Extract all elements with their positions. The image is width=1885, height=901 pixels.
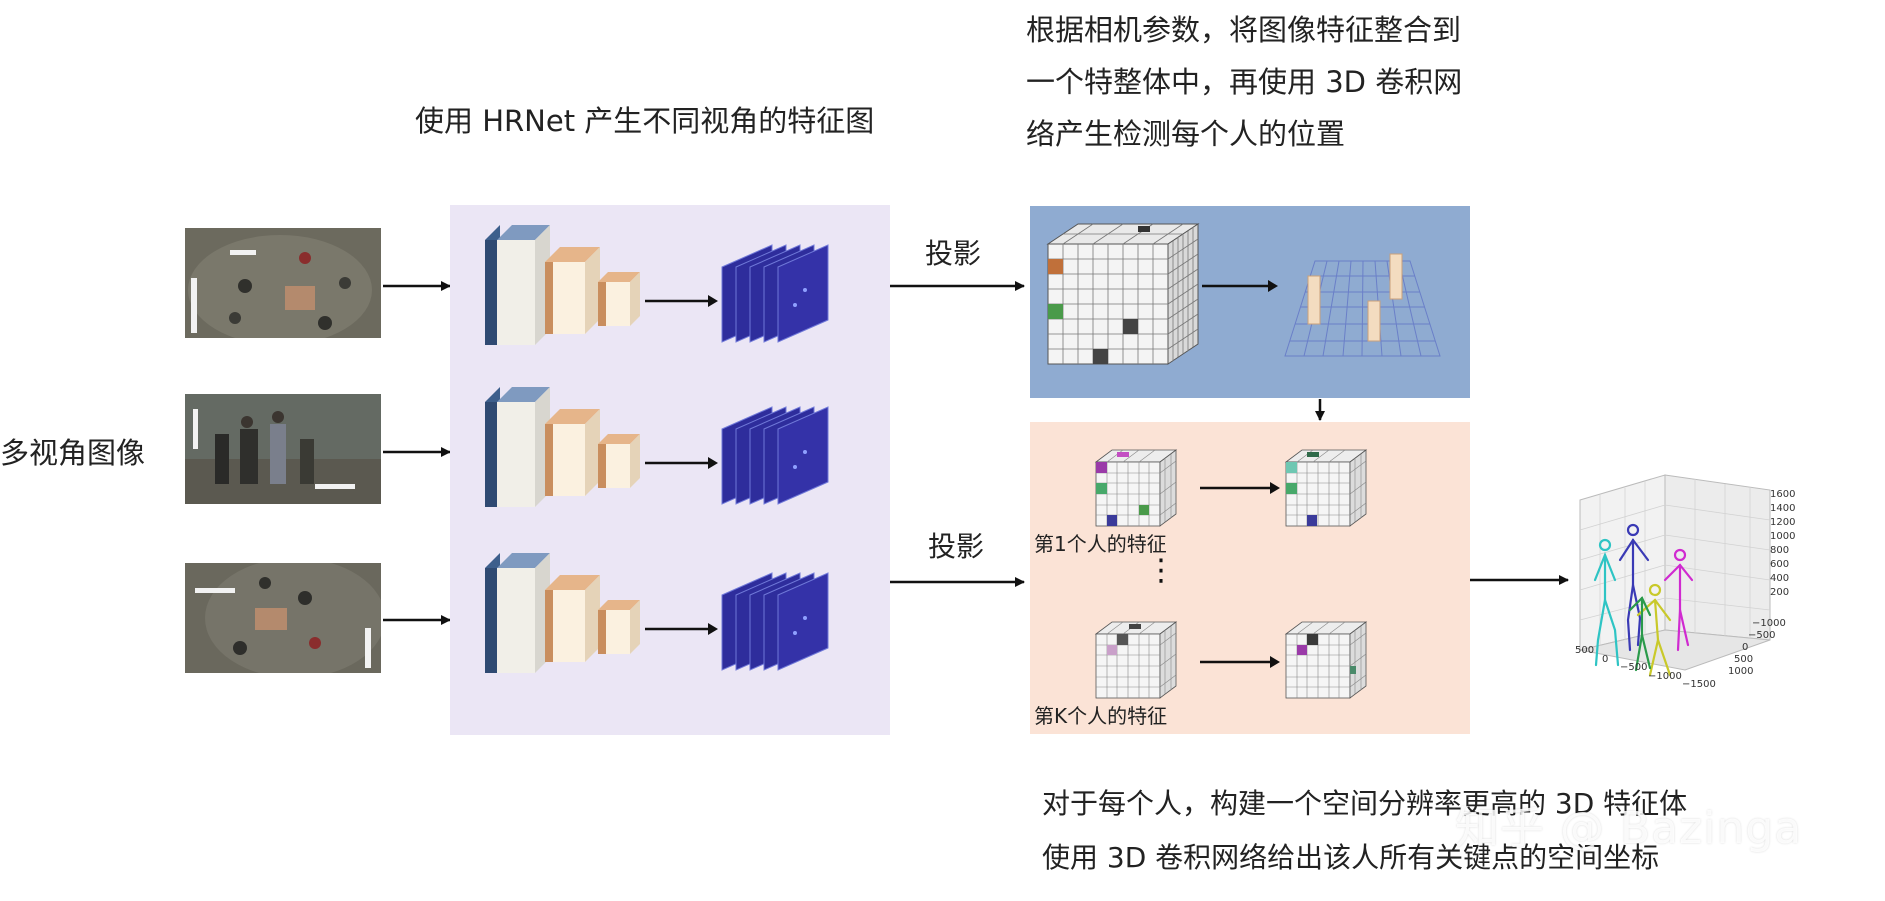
pose-caption-line-1: 对于每个人，构建一个空间分辨率更高的 3D 特征体 <box>1042 787 1688 820</box>
watermark: 知乎 @ Bazinga <box>1455 803 1803 854</box>
z-tick: 1400 <box>1770 503 1796 514</box>
photo-content-3 <box>185 563 381 673</box>
first-person-feature-label: 第1个人的特征 <box>1034 532 1167 556</box>
z-tick: 1200 <box>1770 517 1796 528</box>
y-tick: 1000 <box>1728 666 1754 677</box>
hrnet-branch-3 <box>483 551 830 675</box>
hrnet-feature-panel <box>450 205 890 735</box>
x-tick: 0 <box>1602 654 1609 665</box>
root-detection-panel <box>1030 206 1470 398</box>
input-view-image-3 <box>185 563 381 673</box>
hrnet-caption: 使用 HRNet 产生不同视角的特征图 <box>415 104 875 138</box>
y-tick: −1000 <box>1752 618 1786 629</box>
person-volume-diagram <box>1095 449 1367 699</box>
ellipsis: ⋮ <box>1146 553 1176 588</box>
input-view-image-2 <box>185 394 381 504</box>
hrnet-branch-1 <box>483 223 830 347</box>
y-tick: −500 <box>1748 630 1776 641</box>
x-tick: −500 <box>1620 662 1648 673</box>
person-k-output-volume <box>1285 621 1367 699</box>
z-tick: 1600 <box>1770 489 1796 500</box>
projection-label-bottom: 投影 <box>928 530 985 563</box>
3d-pose-axes <box>1579 474 1771 677</box>
pose-caption-line-2: 使用 3D 卷积网络给出该人所有关键点的空间坐标 <box>1042 841 1660 874</box>
z-axis-ticks: 1600 1400 1200 1000 800 600 400 200 <box>1770 488 1795 600</box>
hrnet-network-diagram <box>483 223 830 675</box>
person-1-input-volume <box>1095 449 1177 527</box>
pose-regression-panel: 第1个人的特征 ⋮ 第K个人的特征 <box>1030 422 1470 734</box>
detection-caption: 根据相机参数，将图像特征整合到 一个特整体中，再使用 3D 卷积网 络产生检测每… <box>1026 4 1462 160</box>
z-tick: 400 <box>1770 573 1790 584</box>
detection-caption-line-1: 根据相机参数，将图像特征整合到 <box>1026 13 1462 47</box>
detection-diagram <box>1046 223 1441 365</box>
x-tick: −1500 <box>1682 679 1716 690</box>
person-k-input-volume <box>1095 621 1177 699</box>
x-tick: 500 <box>1575 645 1595 656</box>
detection-caption-line-3: 络产生检测每个人的位置 <box>1026 117 1346 151</box>
projection-label-top: 投影 <box>925 237 982 270</box>
z-tick: 200 <box>1770 587 1790 598</box>
hrnet-branch-2 <box>483 385 830 509</box>
person-1-output-volume <box>1285 449 1367 527</box>
z-tick: 600 <box>1770 559 1790 570</box>
z-tick: 800 <box>1770 545 1790 556</box>
3d-pose-result-plot: 1600 1400 1200 1000 800 600 400 200 500 … <box>1570 470 1795 700</box>
input-view-image-1 <box>185 228 381 338</box>
x-tick: −1000 <box>1648 671 1682 682</box>
y-tick: 500 <box>1734 654 1754 665</box>
kth-person-feature-label: 第K个人的特征 <box>1034 704 1168 728</box>
photo-content-1 <box>185 228 381 338</box>
detection-caption-line-2: 一个特整体中，再使用 3D 卷积网 <box>1026 65 1463 99</box>
multiview-images-label: 多视角图像 <box>0 436 146 470</box>
photo-content-2 <box>185 394 381 504</box>
y-tick: 0 <box>1742 642 1749 653</box>
z-tick: 1000 <box>1770 531 1796 542</box>
